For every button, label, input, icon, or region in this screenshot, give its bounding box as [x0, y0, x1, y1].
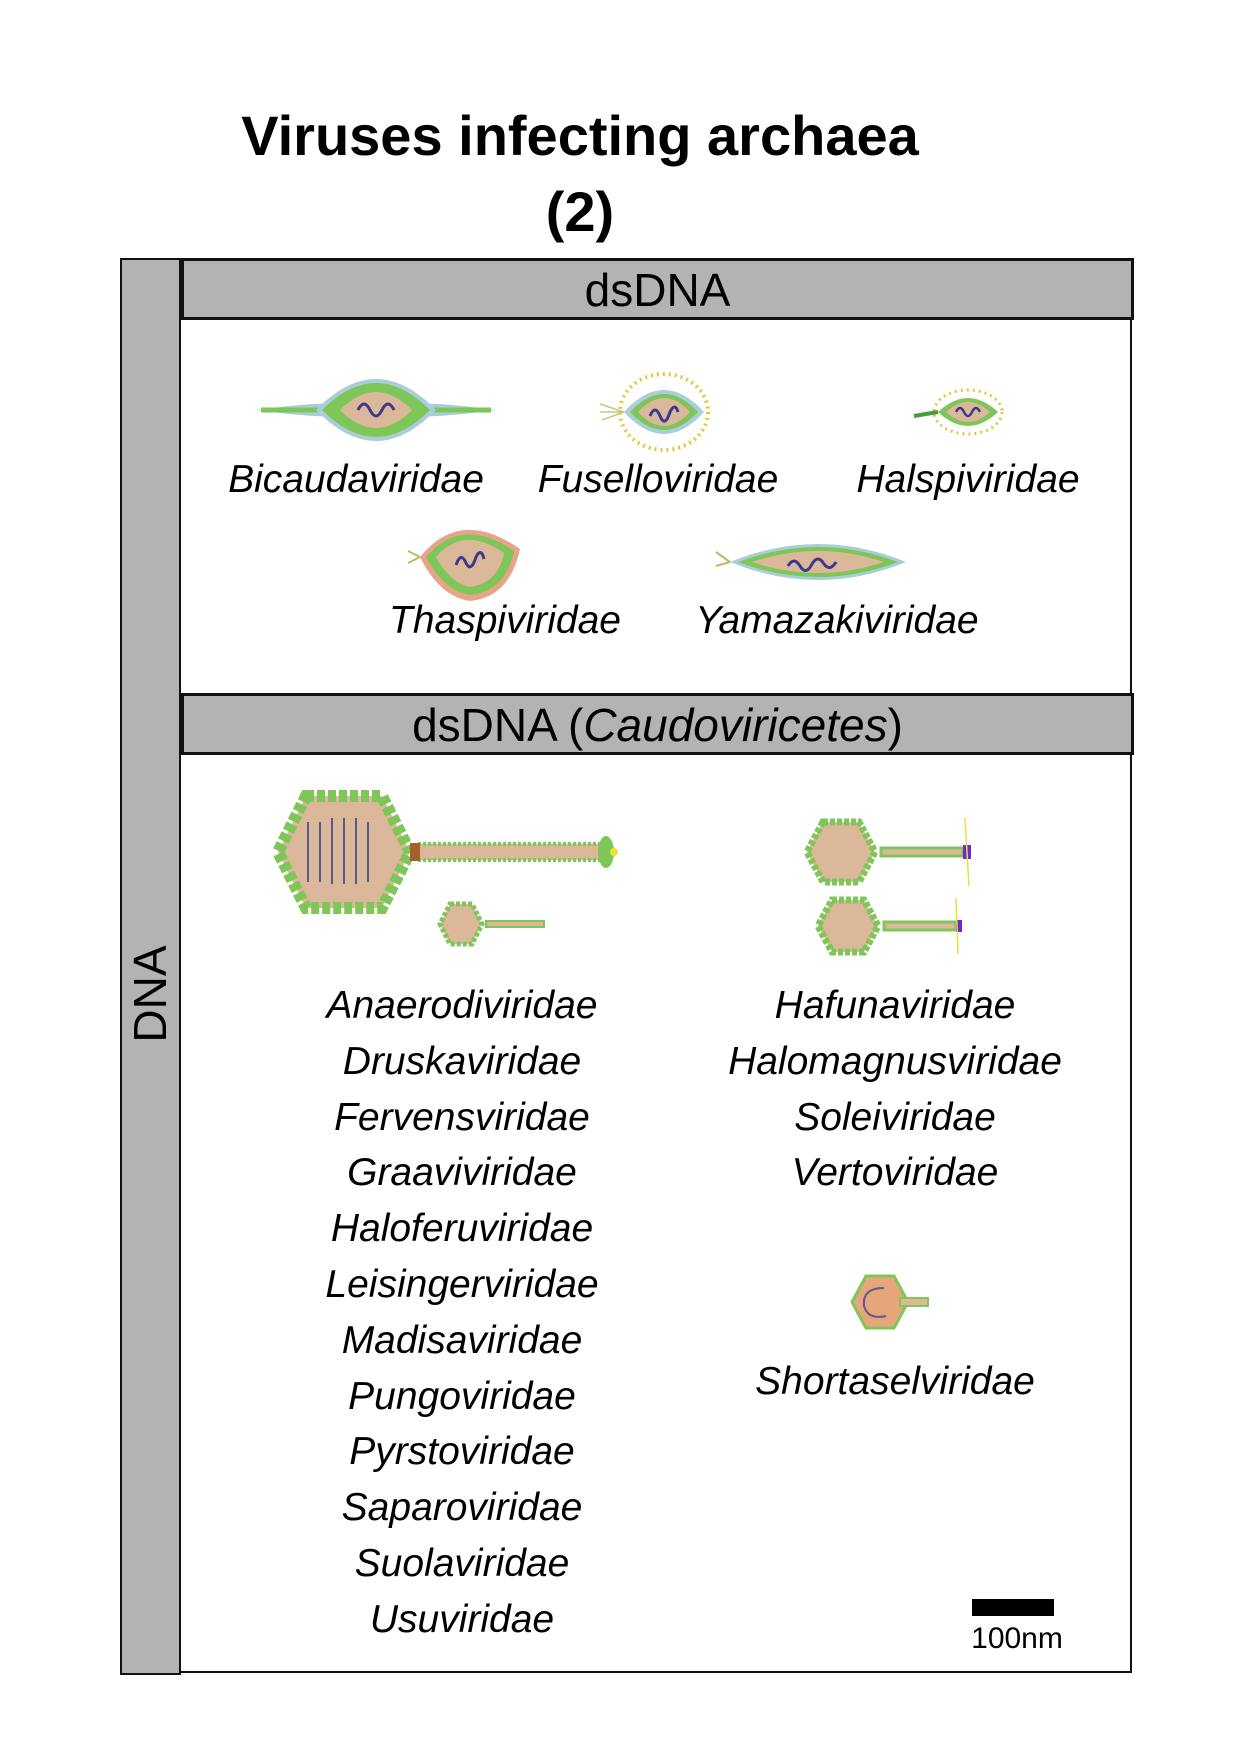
right-family-list: Hafunaviridae Halomagnusviridae Soleivir…: [728, 978, 1062, 1201]
scale-bar: [972, 1599, 1054, 1616]
left-family-list: Anaerodiviridae Druskaviridae Fervensvir…: [325, 978, 598, 1648]
family-label: Anaerodiviridae: [326, 984, 598, 1027]
family-label: Vertoviridae: [791, 1151, 999, 1195]
hafunavirus-icon-1: [803, 817, 971, 887]
bicaudavirus-icon: [256, 379, 496, 441]
family-label: Usuviridae: [369, 1597, 555, 1641]
family-label: Graaviviridae: [347, 1151, 577, 1195]
family-label: Pyrstoviridae: [349, 1430, 575, 1474]
section-header-dsdna: dsDNA: [181, 258, 1134, 320]
halspivirus-icon: [913, 388, 1004, 436]
family-label: Hafunaviridae: [774, 984, 1016, 1027]
family-label: Leisingerviridae: [325, 1262, 599, 1306]
header-italic: Caudoviricetes: [583, 699, 888, 751]
figure-title-line2: (2): [545, 180, 615, 243]
family-label: Shortaselviridae: [755, 1360, 1035, 1403]
fusellovirus-icon: [599, 372, 710, 452]
family-label: Madisaviridae: [341, 1318, 583, 1362]
family-label: Halspiviridae: [856, 458, 1080, 501]
family-label: Thaspiviridae: [389, 599, 621, 642]
header-prefix: dsDNA (: [412, 699, 584, 751]
family-label: Pungoviridae: [348, 1374, 576, 1418]
family-label: Bicaudaviridae: [228, 458, 484, 501]
header-suffix: ): [887, 699, 903, 751]
family-label: Soleiviridae: [794, 1095, 996, 1139]
family-label: Saparoviridae: [341, 1486, 583, 1530]
family-label: Haloferuviridae: [330, 1207, 594, 1251]
family-label: Suolaviridae: [354, 1541, 570, 1585]
family-label: Druskaviridae: [342, 1039, 582, 1083]
sidebar-label-dna: DNA: [124, 945, 176, 1043]
shortaselvirus-icon: [850, 1274, 929, 1330]
figure-title-line1: Viruses infecting archaea: [241, 104, 919, 167]
family-label: Halomagnusviridae: [728, 1039, 1062, 1083]
scale-bar-label: 100nm: [971, 1622, 1063, 1655]
family-label: Fuselloviridae: [537, 458, 779, 501]
family-label: Yamazakiviridae: [695, 599, 979, 642]
large-tailed-phage-icon: [271, 790, 618, 914]
content-frame: [120, 258, 1132, 1673]
hafunavirus-icon-2: [814, 896, 962, 956]
genome-type-sidebar: [120, 258, 181, 1675]
thaspivirus-icon: [407, 529, 520, 601]
family-label: Fervensviridae: [334, 1095, 590, 1139]
section-header-caudoviricetes: dsDNA (Caudoviricetes): [181, 693, 1134, 755]
small-tailed-phage-icon: [437, 901, 545, 947]
yamazakivirus-icon: [715, 544, 906, 580]
